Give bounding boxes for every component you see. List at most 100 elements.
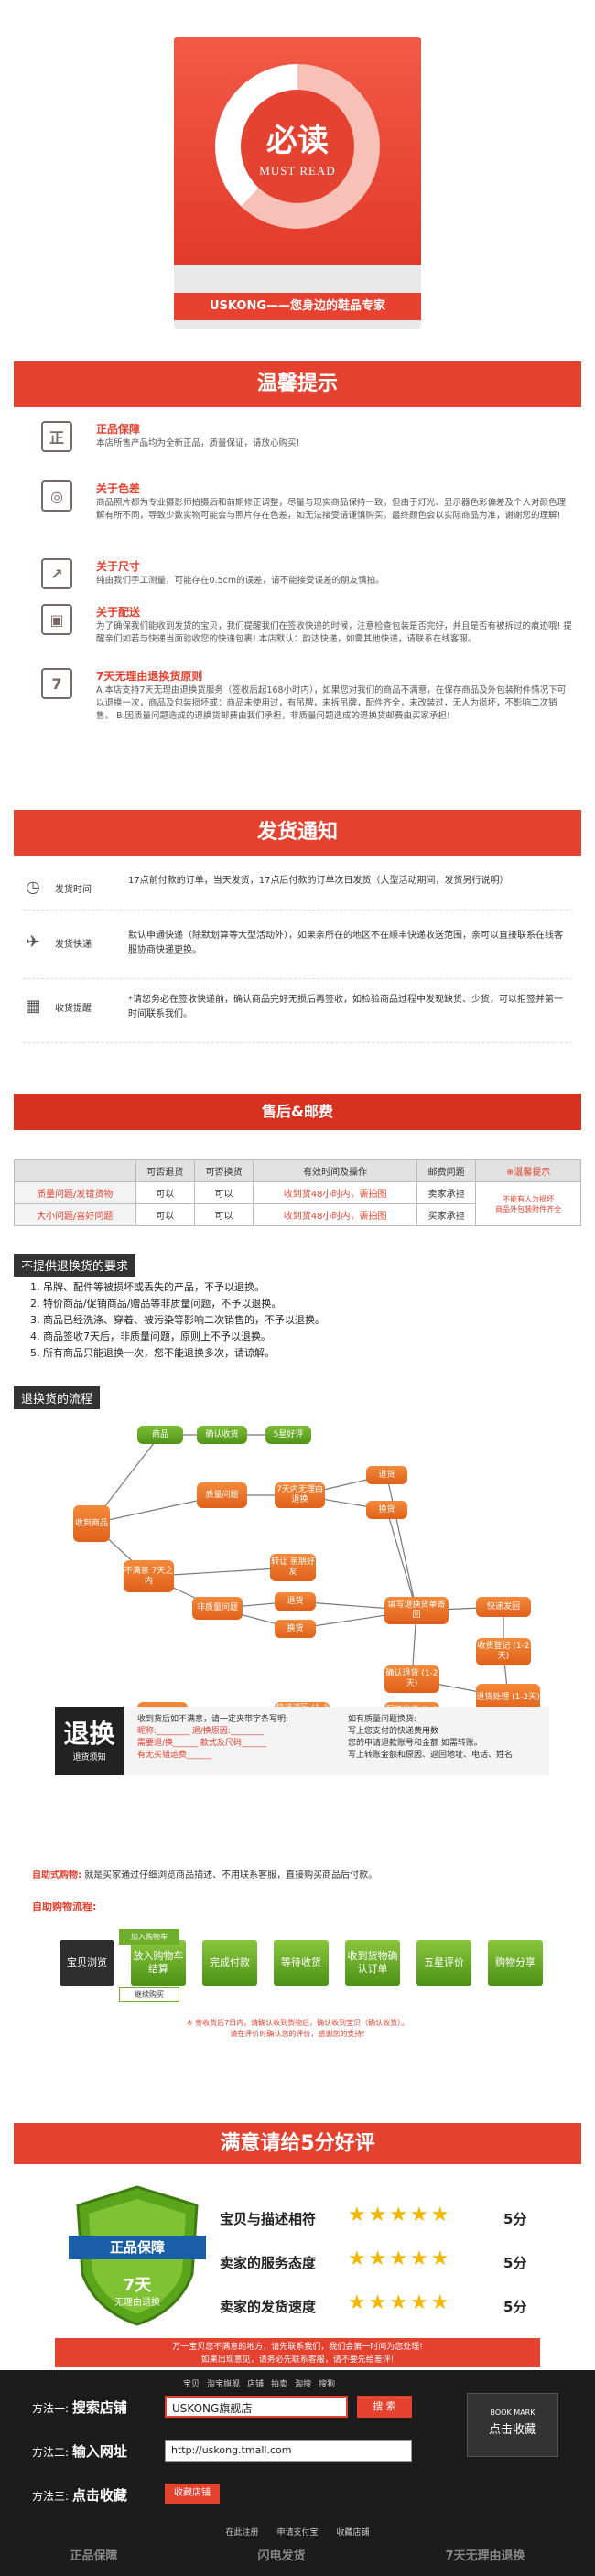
tip-body: 纯由我们手工测量，可能存在0.5cm的误差，请不能接受误差的朋友慎拍。	[96, 576, 384, 586]
buy-step: 等待收货	[274, 1940, 329, 1986]
exchange-right-line: 写上转账金额和原因、返回地址、电话、姓名	[348, 1751, 514, 1760]
auto-buy-text: 就是买家通过仔细浏览商品描述、不用联系客服，直接购买商品后付款。	[84, 1870, 378, 1881]
search-tab[interactable]: 淘搜	[295, 2380, 312, 2389]
after-sales-banner: 售后&邮费	[14, 1094, 581, 1130]
footer-links: 在此注册 申请支付宝 收藏店铺	[0, 2526, 595, 2538]
guarantee-item: 正品保障	[70, 2549, 118, 2563]
buy-step: 购物分享	[488, 1940, 543, 1986]
table-header: ※温馨提示	[475, 1159, 581, 1182]
flow-arrow	[385, 1474, 417, 1611]
table-header: 邮费问题	[416, 1159, 477, 1182]
badge-sub1: 7天	[123, 2276, 152, 2295]
rating-row: 卖家的发货速度★★★★★5分	[220, 2291, 549, 2319]
rating-label: 宝贝与描述相符	[220, 2211, 317, 2227]
flow-node: 确认退货 (1-2天)	[384, 1665, 439, 1693]
footer-link[interactable]: 收藏店铺	[336, 2528, 370, 2538]
exchange-left-line: 有无买错运费______	[137, 1751, 212, 1760]
method-2-title: 输入网址	[71, 2443, 127, 2460]
search-tab[interactable]: 宝贝	[183, 2380, 200, 2389]
shop-finder: 宝贝淘宝旗舰店铺拍卖淘搜搜狗 方法一: 搜索店铺 USKONG旗舰店 搜 索 方…	[0, 2370, 595, 2576]
guarantee-item: 7天无理由退换	[445, 2549, 525, 2563]
card-top: 必读 MUST READ	[174, 37, 421, 265]
star-rating: ★★★★★	[348, 2204, 452, 2226]
shipping-item: ▦收货提醒*请您务必在签收快递前，确认商品完好无损后再签收，如检验商品过程中发现…	[23, 993, 572, 1043]
bookmark-button[interactable]: BOOK MARK 点击收藏	[467, 2393, 558, 2457]
badge-sub2: 无理由退换	[114, 2298, 160, 2308]
tip-item: ◎ 关于色差商品照片都为专业摄影师拍摄后和前期修正调整，尽量与现实商品保持一致。但…	[41, 480, 581, 544]
shipping-body: 17点前付款的订单，当天发货，17点后付款的订单次日发货（大型活动期间，发货另行…	[128, 876, 509, 886]
method-3-title: 点击收藏	[71, 2487, 127, 2504]
tip-title: 关于色差	[96, 482, 141, 495]
flow-node: 非质量问题	[192, 1597, 243, 1620]
search-tab[interactable]: 拍卖	[271, 2380, 288, 2389]
table-cell: 收到货48小时内，需拍图	[253, 1203, 417, 1226]
buy-step: 收到货物确认订单	[345, 1940, 400, 1986]
favorite-shop-button[interactable]: 收藏店铺	[165, 2484, 220, 2504]
rating-footer2: 如果出现意见，请务必先联系客服，请不要先给差评!	[200, 2355, 395, 2365]
flow-node: 换货	[366, 1501, 407, 1519]
flow-node: 填写退换货单寄回	[384, 1597, 449, 1624]
flow-node: 退货	[275, 1592, 316, 1611]
table-cell: 可以	[193, 1181, 254, 1204]
rating-row: 宝贝与描述相符 ★★★★★ 5分	[220, 2204, 549, 2231]
url-field[interactable]: http://uskong.tmall.com	[165, 2440, 412, 2462]
shop-search-button[interactable]: 搜 索	[357, 2396, 412, 2418]
exchange-badge: 退换 退货须知	[55, 1707, 124, 1775]
buy-flow: 宝贝浏览放入购物车结算完成付款等待收货收到货物确认订单五星评价购物分享加入购物车…	[0, 1922, 595, 2022]
table-cell: 可以	[135, 1203, 195, 1226]
shipping-body: 默认申通快递（除默划算等大型活动外），如果亲所在的地区不在顺丰快递收送范围，亲可…	[128, 931, 563, 955]
tip-body: A.本店支持7天无理由退换货服务（签收后起168小时内），如果您对我们的商品不满…	[96, 685, 567, 721]
rules-heading: 不提供退换货的要求	[14, 1254, 136, 1277]
bookmark-top: BOOK MARK	[490, 2409, 536, 2417]
flow-node: 不满意 7天之内	[124, 1560, 174, 1592]
guarantee-item: 闪电发货	[257, 2549, 306, 2563]
table-row: 质量问题/发错货物可以可以收到货48小时内，需拍图卖家承担不能有人为损坏 商品外…	[14, 1181, 581, 1226]
bookmark-label: 点击收藏	[488, 2423, 536, 2437]
camera-icon: ◎	[41, 480, 72, 512]
exchange-left-line: 昵称:________ 退/换原因:________	[137, 1727, 264, 1736]
seven-days-icon: 7	[41, 668, 72, 699]
buy-substeps: 加入购物车继续购买	[119, 1929, 179, 2002]
shipping-label: 发货快递	[55, 940, 92, 950]
search-tabs: 宝贝淘宝旗舰店铺拍卖淘搜搜狗	[183, 2377, 342, 2389]
rating-label: 卖家的发货速度	[220, 2299, 317, 2315]
table-cell: 买家承担	[416, 1203, 477, 1226]
shipping-label: 收货提醒	[55, 1004, 92, 1014]
search-tab[interactable]: 店铺	[247, 2380, 265, 2389]
search-tab[interactable]: 淘宝旗舰	[207, 2380, 241, 2389]
footer-link[interactable]: 申请支付宝	[276, 2528, 319, 2538]
exchange-right-line: 您的申请退款账号和金额 如需转账。	[348, 1739, 482, 1748]
rule-item: 2. 特价商品/促销商品/赠品等非质量问题，不予以退换。	[30, 1298, 282, 1310]
table-cell: 卖家承担	[416, 1181, 477, 1204]
search-tab[interactable]: 搜狗	[319, 2380, 336, 2389]
rating-score: 5分	[503, 2211, 527, 2227]
tip-body: 商品照片都为专业摄影师拍摄后和前期修正调整，尽量与现实商品保持一致。但由于灯光、…	[96, 498, 567, 521]
truck-icon: ▣	[41, 604, 72, 635]
rule-item: 5. 所有商品只能退换一次，您不能退换多次，请谅解。	[30, 1347, 275, 1359]
guarantee-badge: 正品保障 7天 无理由退换	[69, 2183, 206, 2329]
no-return-rules: 不提供退换货的要求 1. 吊牌、配件等被损坏或丢失的产品，不予以退换。2. 特价…	[14, 1254, 581, 1373]
must-read-card: 必读 MUST READ USKONG——您身边的鞋品专家	[174, 37, 421, 329]
table-cell: 大小问题/喜好问题	[14, 1203, 136, 1226]
ring-inner: 必读 MUST READ	[241, 90, 354, 203]
tip-title: 关于配送	[96, 606, 141, 619]
rules-list: 1. 吊牌、配件等被损坏或丢失的产品，不予以退换。2. 特价商品/促销商品/赠品…	[30, 1279, 325, 1362]
ruler-icon: ↗	[41, 558, 72, 589]
flow-node: 退货	[366, 1466, 407, 1484]
shipping-label: 发货时间	[55, 885, 92, 895]
auto-buy-flow-title: 自助购物流程:	[32, 1901, 97, 1913]
shipping-body: *请您务必在签收快递前，确认商品完好无损后再签收，如检验商品过程中发现缺货、少货…	[128, 995, 563, 1019]
shield-graphic	[69, 2185, 206, 2326]
shop-search-input[interactable]: USKONG旗舰店	[165, 2396, 348, 2418]
shipping-item: ✈发货快递默认申通快递（除默划算等大型活动外），如果亲所在的地区不在顺丰快递收送…	[23, 929, 572, 979]
footer-link[interactable]: 在此注册	[225, 2528, 259, 2538]
auto-buy-notes: ※ 亲收货后7日内，请确认收到货物后，确认收到宝贝（确认收货）。 请在评价时确认…	[0, 2018, 595, 2040]
method-1-title: 搜索店铺	[71, 2399, 127, 2416]
auto-buy-label: 自助式购物:	[32, 1870, 81, 1881]
exchange-badge-big: 退换	[63, 1719, 115, 1749]
badge-title: 正品保障	[109, 2239, 165, 2256]
exchange-right-title: 如有质量问题换货:	[348, 1715, 417, 1724]
rule-item: 4. 商品签收7天后，非质量问题，原则上不予以退换。	[30, 1331, 271, 1342]
genuine-icon: 正	[41, 421, 72, 452]
table-row: 大小问题/喜好问题可以可以收到货48小时内，需拍图买家承担	[14, 1203, 581, 1226]
